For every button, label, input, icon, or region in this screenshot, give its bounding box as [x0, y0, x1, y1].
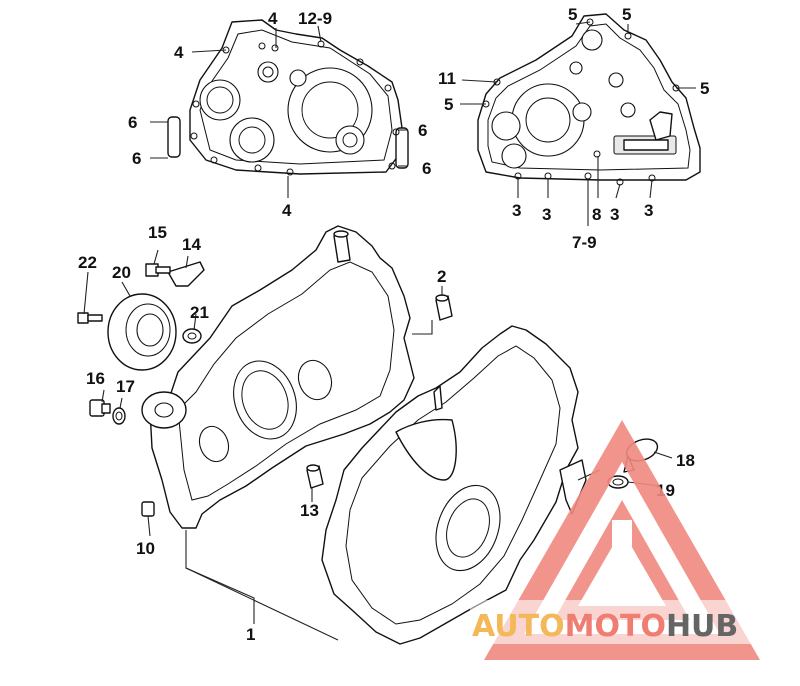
callout-3b: 3 [542, 205, 551, 224]
automotohub-watermark: AUTOMOTOHUB [470, 420, 800, 660]
callout-1: 1 [246, 625, 255, 644]
callout-6d: 6 [422, 159, 431, 178]
watermark-hub: HUB [666, 609, 738, 644]
callout-16: 16 [86, 369, 105, 388]
callout-18: 18 [676, 451, 695, 470]
watermark-auto: AUTO [472, 609, 565, 644]
callout-14: 14 [182, 235, 201, 254]
callout-15: 15 [148, 223, 167, 242]
part-14-tube [167, 261, 205, 287]
left-crankcase-bolt-view [167, 19, 409, 176]
callout-22: 22 [78, 253, 97, 272]
part-16-plug [89, 399, 111, 417]
callout-6a: 6 [128, 113, 137, 132]
left-crankcase-half [149, 225, 415, 529]
callouts-top-left: 4 4 12-9 6 6 6 6 4 [128, 9, 431, 220]
callout-4a: 4 [174, 43, 184, 62]
callout-2: 2 [437, 267, 446, 286]
callout-3d: 3 [644, 201, 653, 220]
part-22-bolt [77, 312, 103, 324]
callout-7-9: 7-9 [572, 233, 597, 252]
callout-3a: 3 [512, 201, 521, 220]
part-21-bushing [182, 328, 202, 344]
callout-20: 20 [112, 263, 131, 282]
right-crankcase-half [321, 325, 587, 645]
callout-13: 13 [300, 501, 319, 520]
callout-3c: 3 [610, 205, 619, 224]
callout-6b: 6 [132, 149, 141, 168]
callout-21: 21 [190, 303, 209, 322]
callout-5b: 5 [622, 5, 631, 24]
part-13-dowel [306, 464, 324, 489]
part-15-bolt [145, 263, 171, 277]
part-oil-seal [141, 391, 187, 429]
callout-11: 11 [438, 69, 456, 88]
callouts-main: 15 14 22 20 21 2 16 17 18 19 13 10 1 [78, 223, 695, 644]
part-17-washer [112, 407, 126, 425]
callout-5d: 5 [700, 79, 709, 98]
leader-lines [83, 21, 696, 641]
callout-4c: 4 [282, 201, 292, 220]
callouts-top-right: 5 5 11 5 5 3 3 8 3 3 7-9 [438, 5, 709, 252]
callout-4b: 4 [268, 9, 278, 28]
callout-8: 8 [592, 205, 601, 224]
part-10-plug [141, 501, 155, 517]
right-crankcase-bolt-view [477, 13, 701, 186]
part-2-dowel [435, 294, 453, 321]
callout-17: 17 [116, 377, 135, 396]
callout-5c: 5 [444, 95, 453, 114]
callout-6c: 6 [418, 121, 427, 140]
callout-5a: 5 [568, 5, 577, 24]
part-20-bearing-housing [107, 293, 177, 371]
svg-text:AUTOMOTOHUB: AUTOMOTOHUB [472, 609, 738, 644]
callout-10: 10 [136, 539, 155, 558]
watermark-moto: MOTO [565, 609, 666, 644]
callout-12-9: 12-9 [298, 9, 332, 28]
